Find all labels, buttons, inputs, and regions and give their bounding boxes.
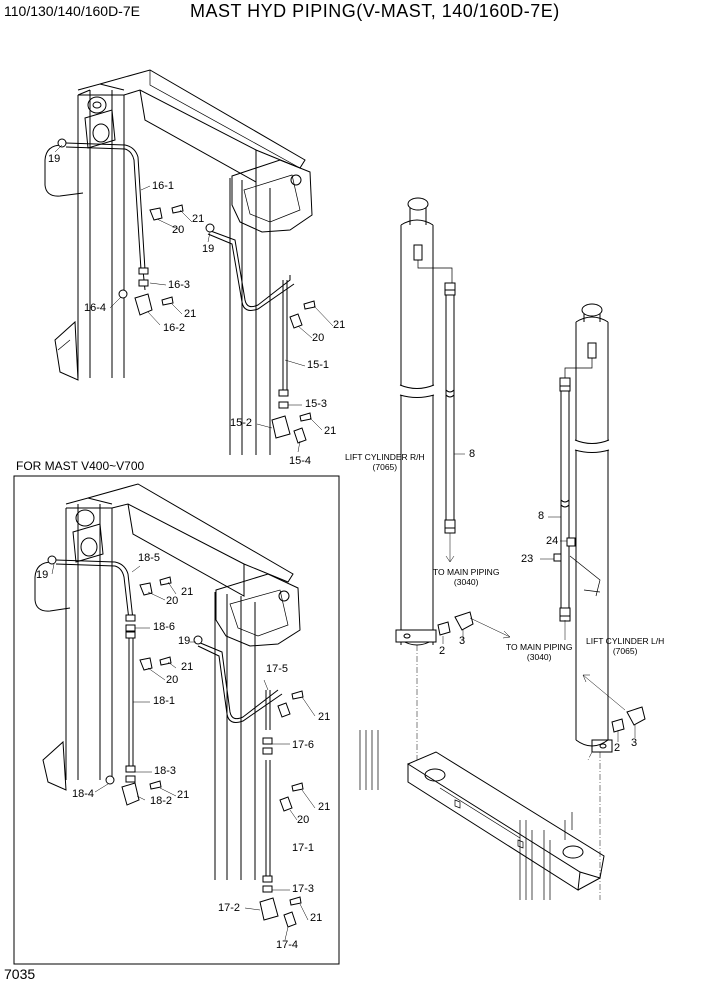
note-main-piping-b: TO MAIN PIPING (3040) [506,642,572,662]
callout: 17-5 [266,663,289,675]
callout: 16-3 [168,279,191,291]
inset-caption: FOR MAST V400~V700 [16,459,145,473]
callout: 19 [36,569,49,581]
note-line: (7065) [372,462,398,472]
page-code: 7035 [4,966,36,982]
callout: 16-2 [163,322,186,334]
callout: 18-2 [150,795,173,807]
note-line: (3040) [453,577,479,587]
callout: 19 [48,153,61,165]
callout: 21 [181,586,194,598]
callout: 20 [312,332,325,344]
model-number: 110/130/140/160D-7E [4,3,140,19]
lift-cylinder-lh [540,303,646,900]
callout: 17-1 [292,842,315,854]
note-line: LIFT CYLINDER R/H [345,452,425,462]
callout: 21 [333,319,346,331]
upper-mast-assembly [44,69,334,455]
note-line: LIFT CYLINDER L/H [586,636,665,646]
note-line: (7065) [612,646,638,656]
callout: 2 [614,742,621,754]
callout: 21 [192,213,205,225]
callout: 21 [318,801,331,813]
callout: 21 [318,711,331,723]
callout: 23 [521,553,534,565]
note-line: (3040) [526,652,552,662]
callout: 8 [538,510,545,522]
inset-mast-assembly [34,483,316,941]
note-lift-cylinder-rh: LIFT CYLINDER R/H (7065) [345,452,425,472]
callout: 21 [181,661,194,673]
callout: 15-3 [305,398,328,410]
callout: 20 [166,674,179,686]
callout: 3 [631,737,638,749]
callout: 18-6 [153,621,176,633]
callout: 21 [324,425,337,437]
callout: 15-1 [307,359,330,371]
callout: 15-2 [230,417,253,429]
callout: 3 [459,635,466,647]
callout: 18-4 [72,788,95,800]
callout: 17-2 [218,902,241,914]
inset-frame [13,475,340,965]
callout: 20 [297,814,310,826]
callout: 15-4 [289,455,312,467]
callout: 21 [177,789,190,801]
lift-cylinder-rh [395,197,511,760]
callout: 21 [184,308,197,320]
callout: 19 [178,635,191,647]
bottom-cross-member [359,730,605,900]
callout: 16-4 [84,302,107,314]
note-line: TO MAIN PIPING [506,642,573,652]
callout: 8 [469,448,476,460]
callout: 17-4 [276,939,299,951]
note-line: TO MAIN PIPING [433,567,500,577]
callout: 17-6 [292,739,315,751]
page-title: MAST HYD PIPING(V-MAST, 140/160D-7E) [190,1,560,21]
callout: 17-3 [292,883,315,895]
callout: 18-5 [138,552,161,564]
callout: 16-1 [152,180,175,192]
note-main-piping-a: TO MAIN PIPING (3040) [433,567,499,587]
callout: 19 [202,243,215,255]
callout: 18-3 [154,765,177,777]
callout: 2 [439,645,446,657]
callout: 21 [310,912,323,924]
callout: 20 [172,224,185,236]
note-lift-cylinder-lh: LIFT CYLINDER L/H (7065) [586,636,664,656]
callout: 20 [166,595,179,607]
callout: 18-1 [153,695,176,707]
callout: 24 [546,535,559,547]
